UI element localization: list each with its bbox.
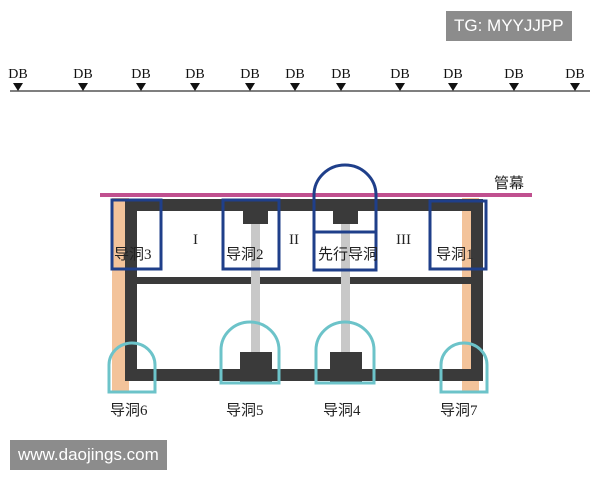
triangle-marker-icon (509, 83, 519, 91)
triangle-marker-icon (570, 83, 580, 91)
structure-frame (125, 199, 483, 382)
drift-1-label: 导洞1 (436, 246, 474, 263)
db-marker: DB (565, 67, 585, 91)
db-marker: DB (331, 67, 351, 91)
db-marker: DB (240, 67, 260, 91)
triangle-marker-icon (190, 83, 200, 91)
db-label: DB (131, 67, 150, 82)
db-marker: DB (8, 67, 28, 91)
db-label: DB (331, 67, 350, 82)
drift-6-label: 导洞6 (110, 402, 148, 419)
pipe-roof-label: 管幕 (494, 175, 524, 192)
triangle-marker-icon (78, 83, 88, 91)
column-right (341, 224, 350, 352)
db-label: DB (504, 67, 523, 82)
drift-7-label: 导洞7 (440, 402, 478, 419)
column-left (251, 224, 260, 352)
zone-3-label: III (396, 232, 411, 248)
zone-2-label: II (289, 232, 299, 248)
drift-4-label: 导洞4 (323, 402, 361, 419)
db-marker: DB (131, 67, 151, 91)
db-marker: DB (504, 67, 524, 91)
db-marker: DB (285, 67, 305, 91)
db-label: DB (73, 67, 92, 82)
triangle-marker-icon (336, 83, 346, 91)
triangle-marker-icon (290, 83, 300, 91)
triangle-marker-icon (13, 83, 23, 91)
drift-3-outline (110, 198, 163, 271)
pilot-drift-outline (312, 163, 378, 272)
zone-1-label: I (193, 232, 198, 248)
triangle-marker-icon (448, 83, 458, 91)
db-label: DB (390, 67, 409, 82)
triangle-marker-icon (245, 83, 255, 91)
watermark-top: TG: MYYJJPP (446, 11, 572, 41)
db-label: DB (185, 67, 204, 82)
db-marker: DB (73, 67, 93, 91)
drift-1-outline (428, 199, 488, 271)
pilot-drift-label: 先行导洞 (318, 246, 378, 263)
drift-7-outline (439, 341, 489, 394)
drift-4-outline (314, 320, 376, 385)
db-marker: DB (443, 67, 463, 91)
db-marker: DB (185, 67, 205, 91)
triangle-marker-icon (136, 83, 146, 91)
watermark-bottom: www.daojings.com (10, 440, 167, 470)
db-label: DB (285, 67, 304, 82)
drift-3-label: 导洞3 (114, 246, 152, 263)
db-marker: DB (390, 67, 410, 91)
drift-6-outline (107, 341, 157, 394)
drift-2-label: 导洞2 (226, 246, 264, 263)
db-label: DB (443, 67, 462, 82)
db-label: DB (240, 67, 259, 82)
db-label: DB (8, 67, 27, 82)
drift-5-outline (219, 320, 281, 385)
drift-2-outline (221, 198, 281, 271)
triangle-marker-icon (395, 83, 405, 91)
drift-5-label: 导洞5 (226, 402, 264, 419)
db-label: DB (565, 67, 584, 82)
